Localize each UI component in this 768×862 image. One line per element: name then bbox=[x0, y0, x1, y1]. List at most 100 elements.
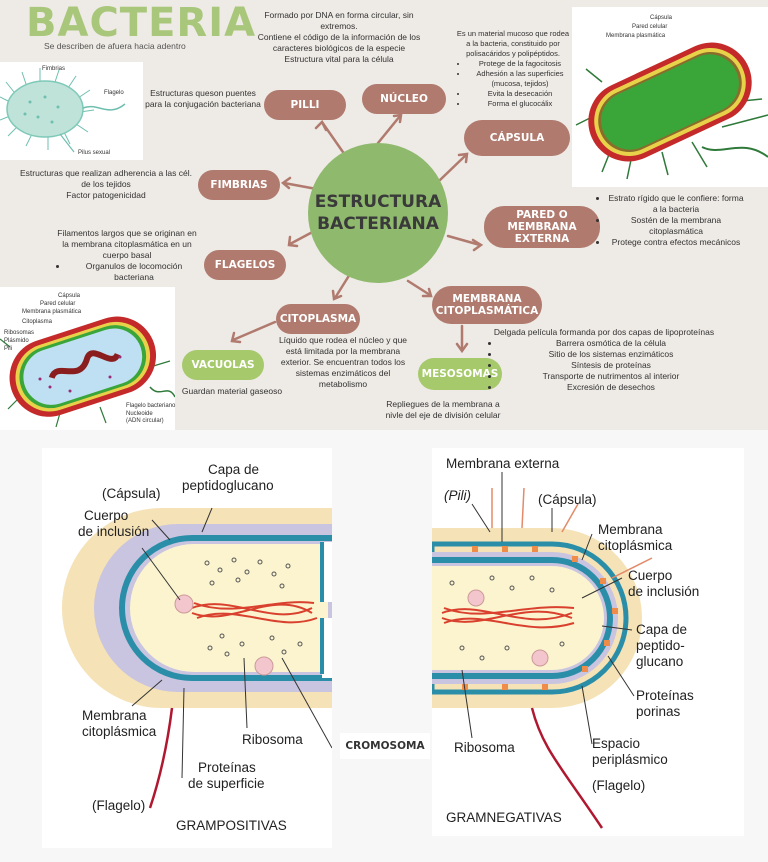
fig3-label-pared: Pared celular bbox=[40, 301, 76, 307]
gn-label-pili: (Pili) bbox=[444, 488, 471, 503]
text-membrana-item: Síntesis de proteínas bbox=[500, 360, 722, 371]
fig2-label-capsula: Cápsula bbox=[650, 15, 673, 21]
text-nucleo-line1: Formado por DNA en forma circular, sin e… bbox=[264, 10, 414, 31]
gn-label-flagelo: (Flagelo) bbox=[592, 778, 646, 793]
gp-label-flagelo: (Flagelo) bbox=[92, 798, 146, 813]
gram-negative-panel: Membrana externa (Pili) (Cápsula) Membra… bbox=[432, 448, 744, 836]
gn-label-capa-l2: peptido- bbox=[636, 638, 685, 653]
arrow-to-capsula bbox=[438, 153, 468, 182]
gn-label-capa-l3: glucano bbox=[636, 654, 684, 669]
gp-label-capa-l2: peptidoglucano bbox=[182, 478, 274, 493]
arrow-to-vacuolas bbox=[231, 320, 277, 342]
text-flagelos-intro: Filamentos largos que se originan en la … bbox=[57, 228, 197, 260]
text-mesosomas: Repliegues de la membrana a nivle del ej… bbox=[385, 399, 501, 420]
text-flagelos-item: Organulos de locomoción bacteriana bbox=[68, 261, 200, 283]
pared-line2: EXTERNA bbox=[514, 233, 570, 245]
cromosoma-label: CROMOSOMA bbox=[340, 733, 430, 759]
text-nucleo: Formado por DNA en forma circular, sin e… bbox=[246, 10, 432, 65]
gp-label-capsula: (Cápsula) bbox=[102, 486, 161, 501]
arrow-to-pared bbox=[446, 234, 482, 247]
fig3-label-nucleoide: Nucleoide bbox=[126, 411, 153, 417]
membrana-line2: CITOPLASMÁTICA bbox=[435, 305, 539, 317]
fig3-label-plasmido: Plásmido bbox=[4, 338, 29, 344]
arrowhead-capsula bbox=[457, 152, 469, 164]
arrowhead-fimbrias bbox=[280, 176, 292, 190]
gp-label-capa-l1: Capa de bbox=[208, 462, 260, 477]
arrow-to-nucleo bbox=[376, 114, 402, 145]
gn-label-cuerpo-l2: de inclusión bbox=[628, 584, 700, 599]
fig3-label-flagelo: Flagelo bacteriano bbox=[126, 403, 176, 409]
text-pared: Estrato rígido que le confiere: forma a … bbox=[594, 193, 744, 248]
text-nucleo-line2: Contiene el código de la información de … bbox=[257, 32, 421, 53]
text-fimbrias: Estructuras que realizan adherencia a la… bbox=[18, 168, 194, 201]
gn-label-espacio-l2: periplásmico bbox=[592, 752, 668, 767]
figure-fimbriae-bacterium: Fimbrias Flagelo Pilus sexual bbox=[0, 62, 143, 160]
text-capsula-item: Evita la desecación bbox=[468, 89, 572, 99]
center-line1: ESTRUCTURA bbox=[314, 192, 442, 212]
node-fimbrias: FIMBRIAS bbox=[198, 170, 280, 200]
node-capsula: CÁPSULA bbox=[464, 120, 570, 156]
fig1-label-flagelo: Flagelo bbox=[104, 90, 124, 96]
arrowhead-membrana bbox=[421, 287, 433, 298]
text-capsula-item: Protege de la fagocitosis bbox=[468, 59, 572, 69]
fig1-label-pilus: Pilus sexual bbox=[78, 150, 111, 156]
text-fimbrias-line1: Estructuras que realizan adherencia a la… bbox=[20, 168, 192, 189]
fig3-label-capsula: Cápsula bbox=[58, 293, 81, 299]
fig3-label-citoplasma: Citoplasma bbox=[22, 319, 53, 325]
fig3-label-adn: (ADN circular) bbox=[126, 418, 164, 424]
text-membrana: Delgada película formanda por dos capas … bbox=[486, 327, 722, 393]
fig2-label-pared: Pared celular bbox=[632, 24, 668, 30]
gp-caption: GRAMPOSITIVAS bbox=[176, 818, 287, 833]
arrowhead-flagelos bbox=[287, 235, 299, 248]
text-vacuolas: Guardan material gaseoso bbox=[181, 386, 283, 396]
gp-label-proteinas-l1: Proteínas bbox=[198, 760, 256, 775]
node-nucleo: NÚCLEO bbox=[362, 84, 446, 114]
text-citoplasma: Líquido que rodea el núcleo y que está l… bbox=[278, 335, 408, 389]
node-citoplasma: CITOPLASMA bbox=[276, 304, 360, 334]
node-pilli: PILLI bbox=[264, 90, 346, 120]
arrow-to-citoplasma bbox=[333, 272, 352, 300]
text-pilli: Estructuras queson puentes para la conju… bbox=[145, 88, 261, 109]
arrow-to-membrana bbox=[406, 279, 432, 297]
text-flagelos: Filamentos largos que se originan en la … bbox=[54, 228, 200, 283]
page-subtitle: Se describen de afuera hacia adentro bbox=[44, 41, 186, 51]
gn-label-proteinas-l2: porinas bbox=[636, 704, 681, 719]
gram-positive-panel: (Cápsula) Capa de peptidoglucano Cuerpo … bbox=[42, 448, 332, 848]
text-nucleo-line3: Estructura vital para la célula bbox=[284, 54, 394, 64]
arrowhead-pared bbox=[471, 238, 484, 252]
fig3-label-membrana: Membrana plasmática bbox=[22, 309, 82, 315]
fig2-label-membrana: Membrana plasmática bbox=[606, 33, 666, 39]
text-membrana-item: Sitio de los sistemas enzimáticos bbox=[500, 349, 722, 360]
arrowhead-vacuolas bbox=[230, 331, 242, 344]
node-flagelos: FLAGELOS bbox=[204, 250, 286, 280]
gn-label-capa-l1: Capa de bbox=[636, 622, 688, 637]
figure-detailed-bacterium: Cápsula Pared celular Membrana plasmátic… bbox=[0, 287, 175, 430]
text-capsula: Es un material mucoso que rodea a la bac… bbox=[454, 29, 572, 109]
center-line2: BACTERIANA bbox=[317, 214, 439, 234]
text-membrana-item: Barrera osmótica de la célula bbox=[500, 338, 722, 349]
text-membrana-item: Transporte de nutrimentos al interior bbox=[500, 371, 722, 382]
fig3-label-ribosomas: Ribosomas bbox=[4, 330, 35, 336]
arrowhead-pilli bbox=[314, 119, 328, 132]
gn-label-proteinas-l1: Proteínas bbox=[636, 688, 694, 703]
text-pared-item: Sostén de la membrana citoplasmática bbox=[608, 215, 744, 237]
fig1-label-fimbrias: Fimbrias bbox=[42, 66, 66, 72]
gn-caption: GRAMNEGATIVAS bbox=[446, 810, 562, 825]
concept-arrows bbox=[230, 113, 484, 354]
text-pared-item: Protege contra efectos mecánicos bbox=[608, 237, 744, 248]
gn-label-espacio-l1: Espacio bbox=[592, 736, 641, 751]
arrowhead-nucleo bbox=[392, 113, 403, 124]
text-capsula-item: Adhesión a las superficies (mucosa, teji… bbox=[468, 69, 572, 89]
arrowhead-mesosomas bbox=[455, 342, 469, 354]
text-membrana-intro: Delgada película formanda por dos capas … bbox=[493, 327, 715, 337]
node-vacuolas: VACUOLAS bbox=[182, 350, 264, 380]
text-capsula-intro: Es un material mucoso que rodea a la bac… bbox=[456, 29, 570, 58]
gn-label-membrana-l2: citoplásmica bbox=[598, 538, 673, 553]
text-capsula-item: Forma el glucocálix bbox=[468, 99, 572, 109]
membrana-line1: MEMBRANA bbox=[452, 293, 522, 305]
gn-label-membrana-ext: Membrana externa bbox=[446, 456, 560, 471]
